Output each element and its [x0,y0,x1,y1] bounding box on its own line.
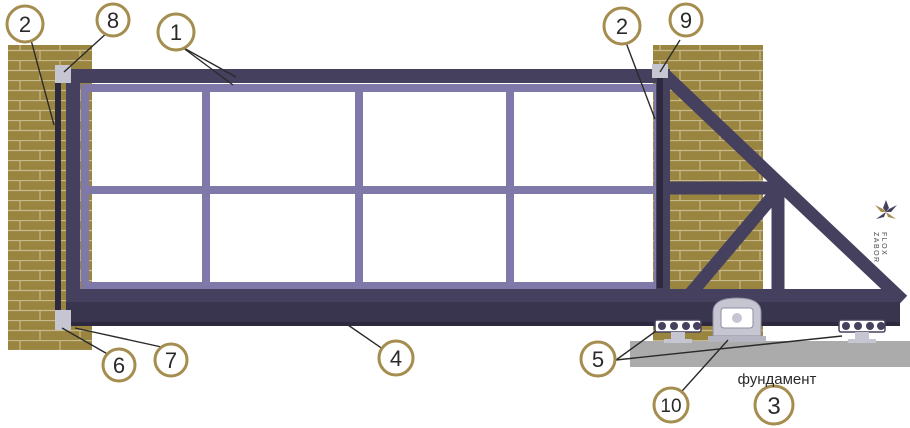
label-2-left: 2 [5,4,45,44]
label-6: 6 [101,347,137,383]
label-5: 5 [579,340,617,378]
foundation-caption: фундамент [738,371,817,388]
svg-text:9: 9 [680,8,692,33]
left-pillar-post [55,78,61,325]
svg-text:7: 7 [165,348,177,373]
label-9: 9 [668,2,704,38]
gate-infill-grid [81,84,662,290]
bottom-catcher [55,310,71,330]
roller-carriage-left [654,319,702,343]
svg-text:2: 2 [19,12,31,37]
right-pillar-post [657,78,663,288]
label-2-right: 2 [602,6,642,46]
cantilever-truss [656,66,908,306]
svg-text:3: 3 [767,393,780,420]
logo-text-line1: FLOX [880,232,887,256]
gate-top-beam [62,69,668,83]
logo-text-line2: ZABOR [872,232,879,264]
end-roller [708,297,766,342]
roller-carriage-right [838,319,886,343]
svg-text:4: 4 [390,346,402,371]
label-3: 3 [753,384,795,426]
svg-text:6: 6 [113,353,125,378]
guide-beam-shadow [66,322,900,326]
label-10: 10 [652,386,690,424]
label-8: 8 [95,2,131,38]
flower-logo-icon [875,200,897,219]
svg-text:8: 8 [107,8,119,33]
svg-text:1: 1 [170,20,182,45]
svg-text:2: 2 [616,14,628,39]
gate-bottom-beam [66,289,900,302]
label-4: 4 [377,339,415,377]
svg-text:5: 5 [592,347,604,372]
gate-left-post [66,69,80,301]
label-1: 1 [156,12,196,52]
svg-text:10: 10 [660,396,681,417]
label-7: 7 [153,342,189,378]
